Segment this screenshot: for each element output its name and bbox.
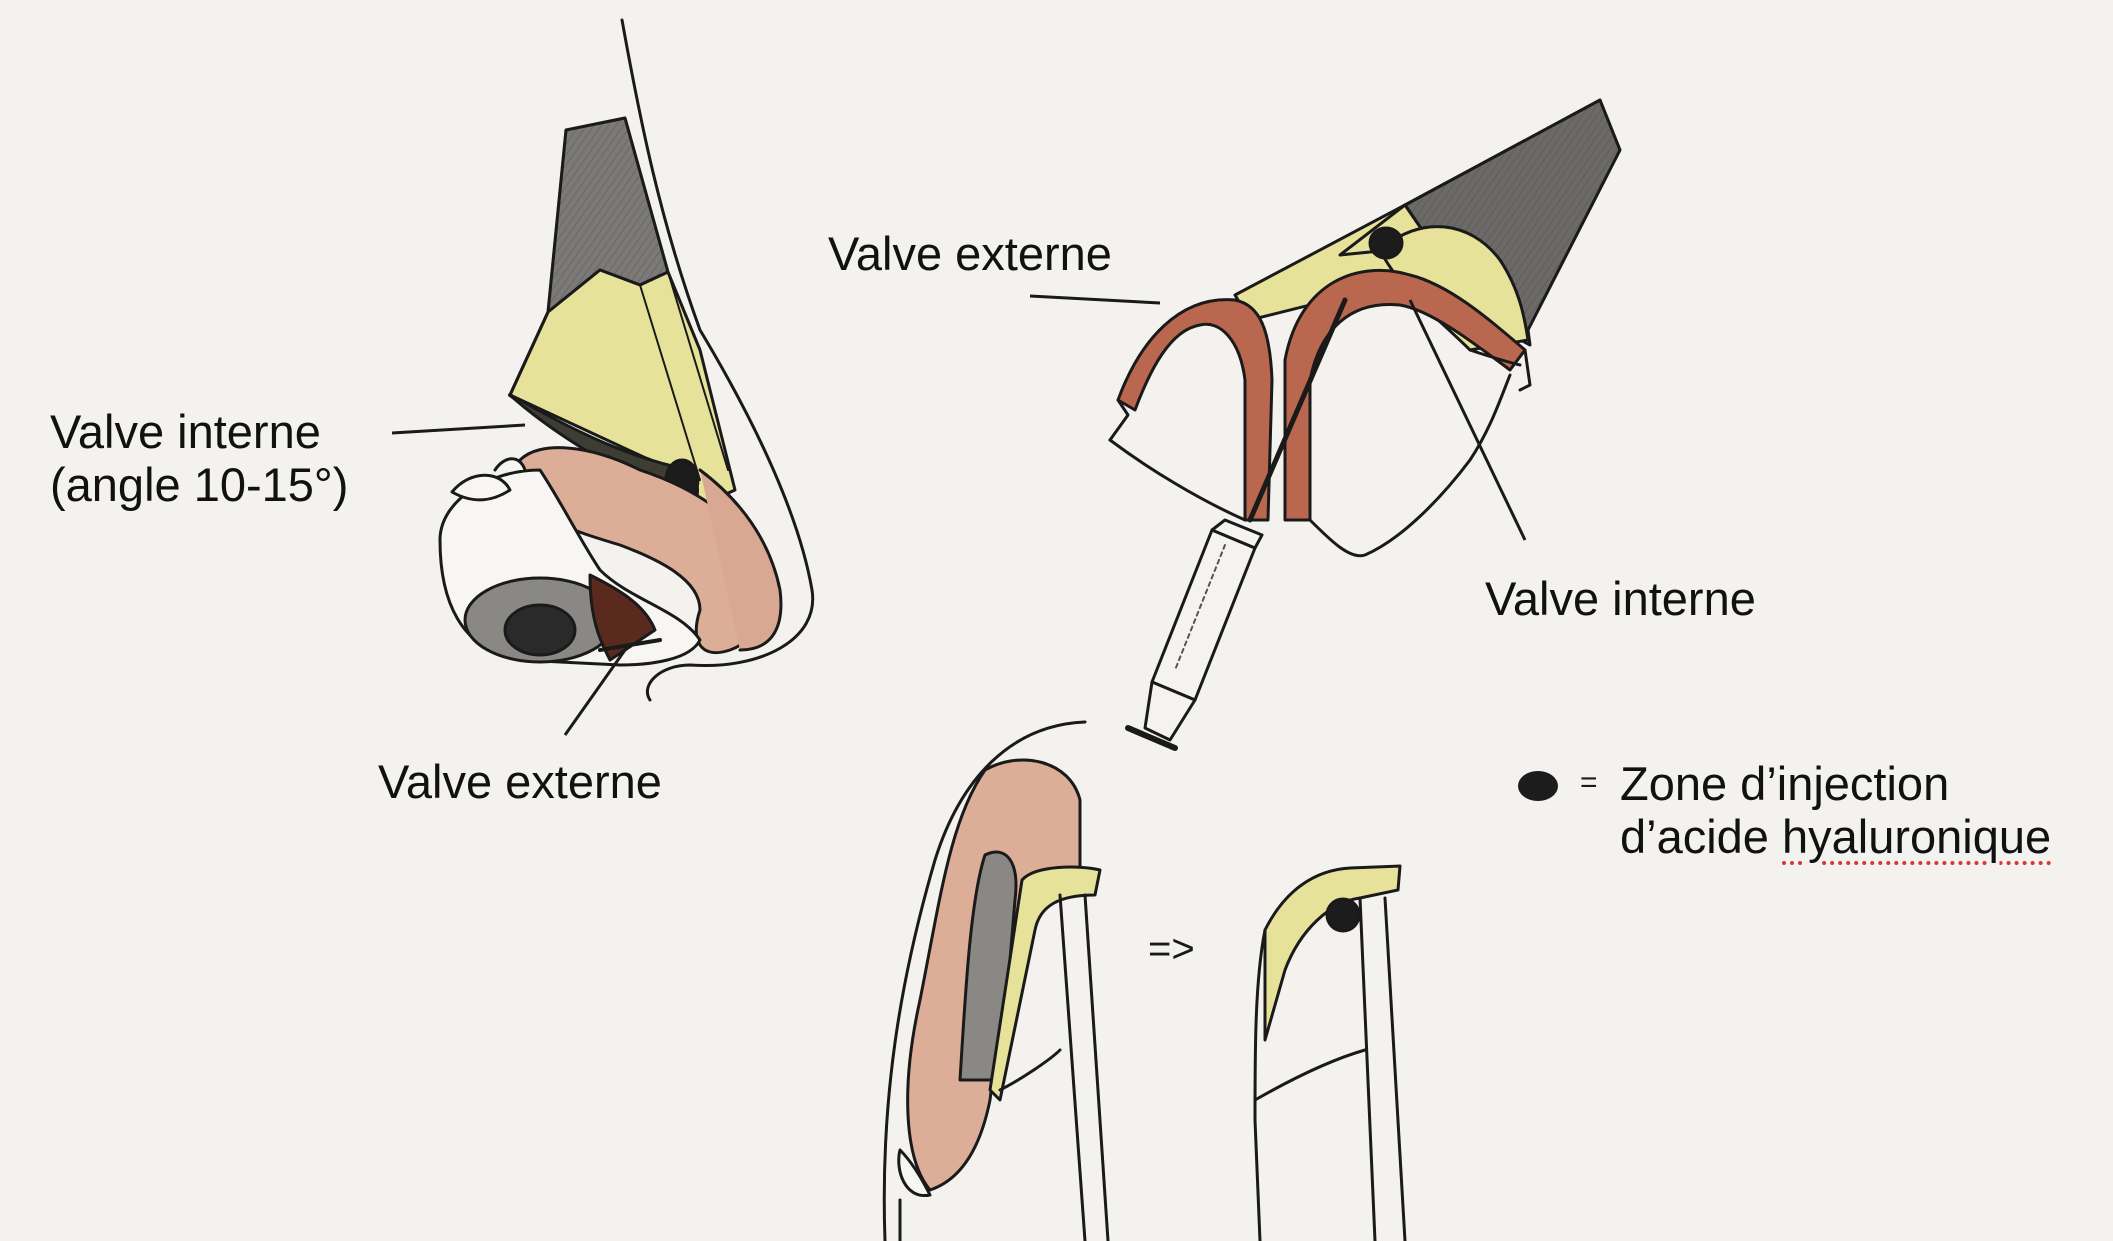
label-valve-interne-left-line2: (angle 10-15°): [50, 458, 348, 511]
legend-line2-prefix: d’acide: [1620, 810, 1782, 863]
label-valve-interne-right: Valve interne: [1485, 572, 1756, 625]
label-valve-interne-left-line1: Valve interne: [50, 405, 348, 458]
legend-equals: =: [1580, 766, 1598, 799]
legend-line2: d’acide hyaluronique: [1620, 810, 2051, 863]
legend-injection-dot: [1518, 771, 1558, 801]
legend-line1: Zone d’injection: [1620, 757, 2051, 810]
legend-line2-word: hyaluronique: [1782, 810, 2051, 863]
nostril-hole: [505, 605, 575, 655]
transition-arrow: =>: [1148, 927, 1195, 971]
legend-text: Zone d’injection d’acide hyaluronique: [1620, 757, 2051, 863]
label-valve-externe-left: Valve externe: [378, 755, 662, 808]
injection-dot-after: [1327, 899, 1359, 931]
label-valve-interne-left: Valve interne (angle 10-15°): [50, 405, 348, 511]
label-valve-externe-top: Valve externe: [828, 227, 1112, 280]
injection-dot-right: [1370, 228, 1402, 258]
